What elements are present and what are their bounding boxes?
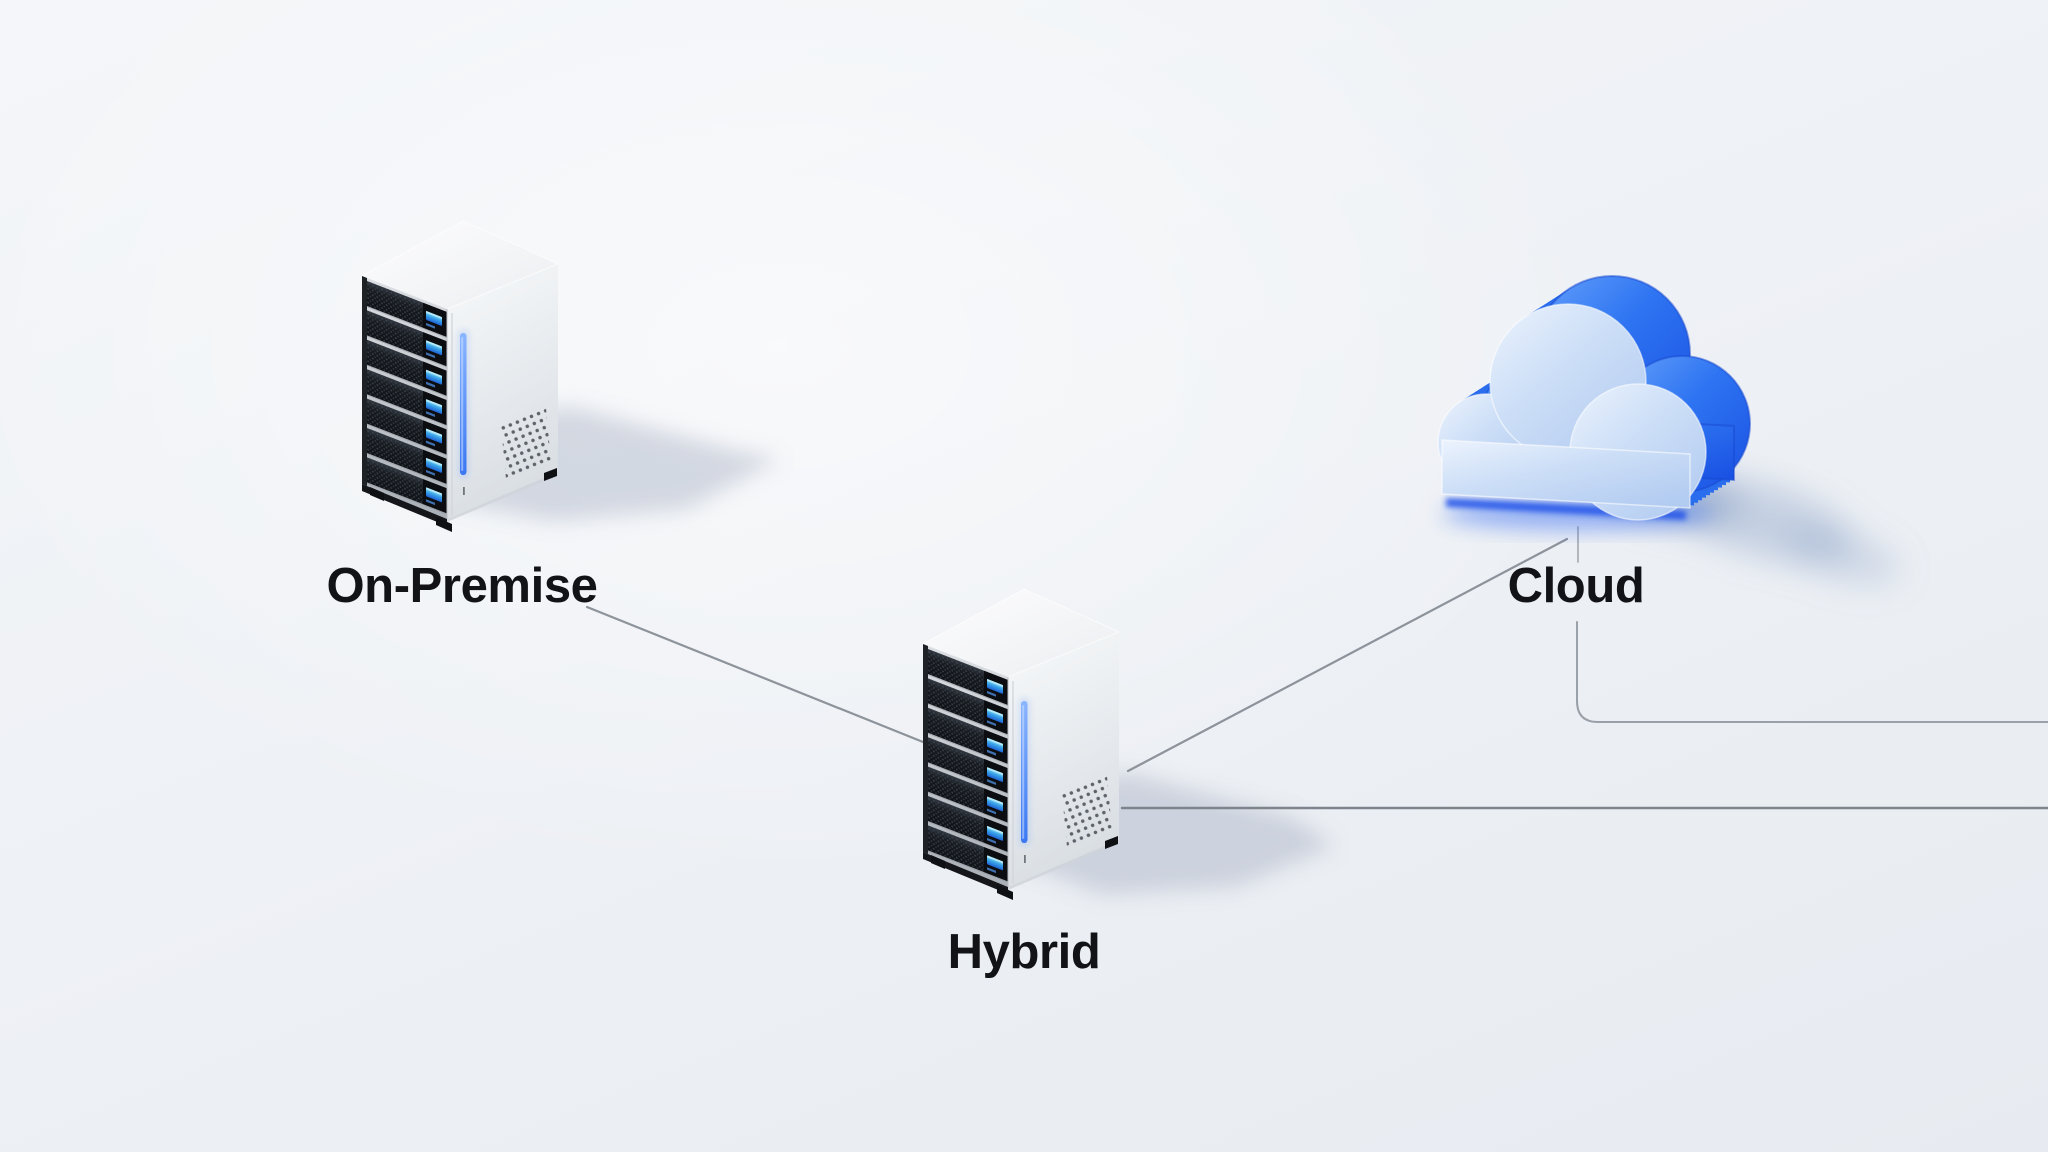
- connectors: [585, 526, 2048, 810]
- connector-hybrid-cloud: [1126, 537, 1569, 773]
- cloud-icon: [1437, 275, 1751, 530]
- server-rack-icon-on-premise: [362, 221, 558, 532]
- connector-onpremise-hybrid: [585, 605, 930, 746]
- node-label-on-premise: On-Premise: [326, 559, 598, 613]
- server-rack-icon-hybrid: [923, 589, 1119, 900]
- server-shadows: [452, 407, 1334, 895]
- node-label-hybrid: Hybrid: [947, 925, 1101, 979]
- node-label-cloud: Cloud: [1507, 559, 1645, 613]
- connector-cloud-right: [1576, 526, 2048, 723]
